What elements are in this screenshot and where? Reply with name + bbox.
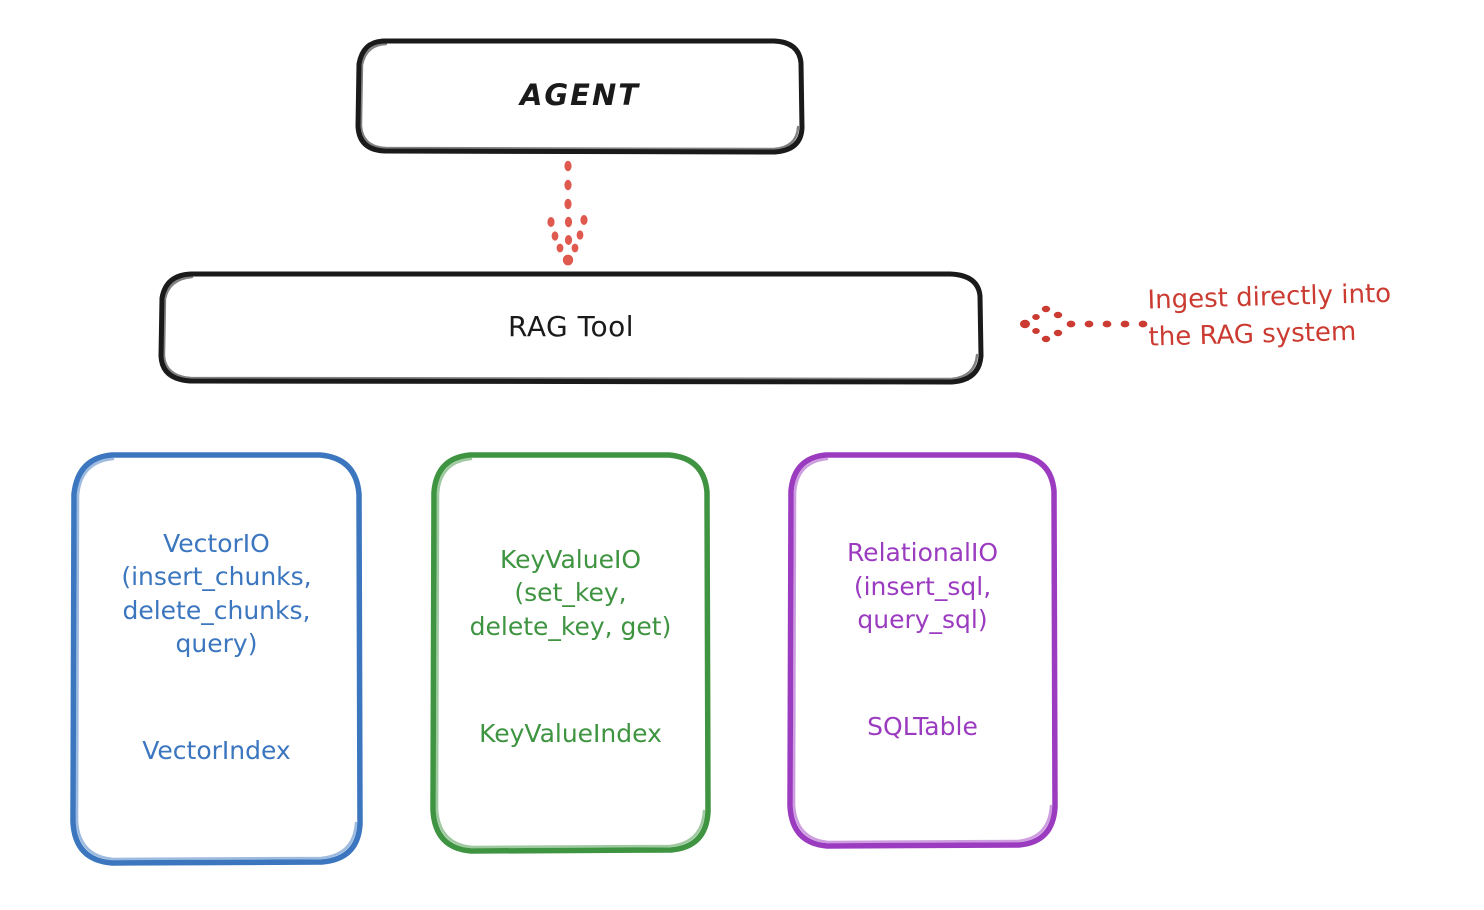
key-value-io-node-label: KeyValueIO (set_key, delete_key, get) Ke… bbox=[470, 509, 672, 784]
relational-io-node-label: RelationalIO (insert_sql, query_sql) SQL… bbox=[847, 503, 998, 778]
relational-io-api-label: RelationalIO (insert_sql, query_sql) bbox=[846, 538, 999, 635]
vector-io-api-label: VectorIO (insert_chunks, delete_chunks, … bbox=[121, 528, 312, 659]
key-value-io-api-label: KeyValueIO (set_key, delete_key, get) bbox=[469, 544, 672, 641]
relational-io-index-label: SQLTable bbox=[867, 712, 978, 742]
key-value-io-node[interactable]: KeyValueIO (set_key, delete_key, get) Ke… bbox=[428, 450, 713, 855]
ingest-arrow-icon bbox=[1020, 305, 1148, 343]
agent-node[interactable]: AGENT bbox=[355, 38, 805, 155]
vector-io-index-label: VectorIndex bbox=[142, 736, 291, 765]
ingest-annotation-label: Ingest directly into the RAG system bbox=[1147, 278, 1392, 353]
agent-to-rag-tool-arrow-icon bbox=[547, 160, 588, 266]
vector-io-node-label: VectorIO (insert_chunks, delete_chunks, … bbox=[121, 493, 311, 801]
rag-tool-node-label: RAG Tool bbox=[508, 309, 634, 343]
vector-io-node[interactable]: VectorIO (insert_chunks, delete_chunks, … bbox=[68, 450, 365, 868]
relational-io-node[interactable]: RelationalIO (insert_sql, query_sql) SQL… bbox=[785, 450, 1060, 850]
rag-tool-node[interactable]: RAG Tool bbox=[157, 270, 985, 385]
key-value-io-index-label: KeyValueIndex bbox=[479, 718, 662, 748]
agent-node-label: AGENT bbox=[519, 78, 641, 113]
